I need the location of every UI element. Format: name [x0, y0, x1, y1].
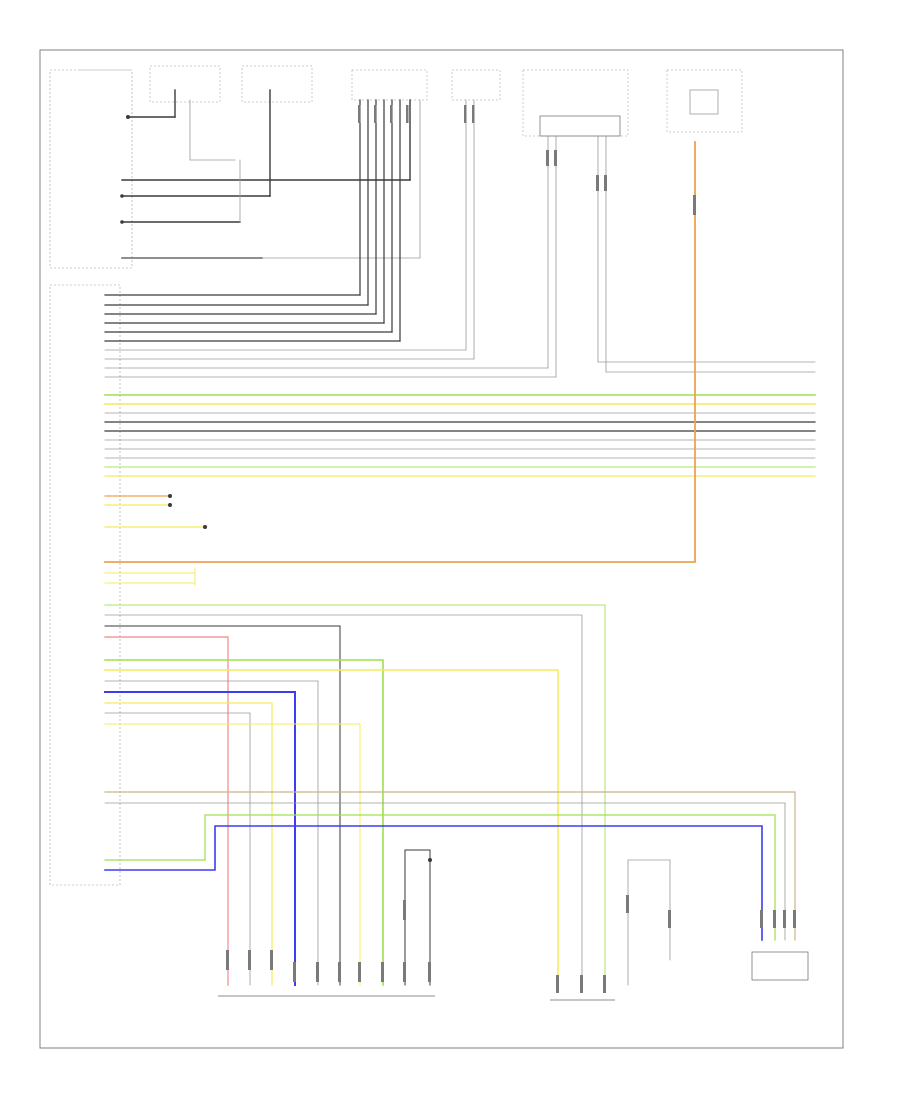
bottom-connectors — [218, 951, 809, 1001]
radio-control-module-box — [49, 284, 121, 886]
terminal-markers — [226, 105, 796, 993]
diagram-frame — [39, 49, 844, 1049]
wires — [104, 89, 816, 986]
top-left-components — [49, 69, 133, 886]
top-connectors — [149, 65, 743, 137]
fuse-box — [666, 69, 743, 133]
telephone-antenna-box — [522, 69, 629, 137]
splice-points — [120, 115, 432, 862]
